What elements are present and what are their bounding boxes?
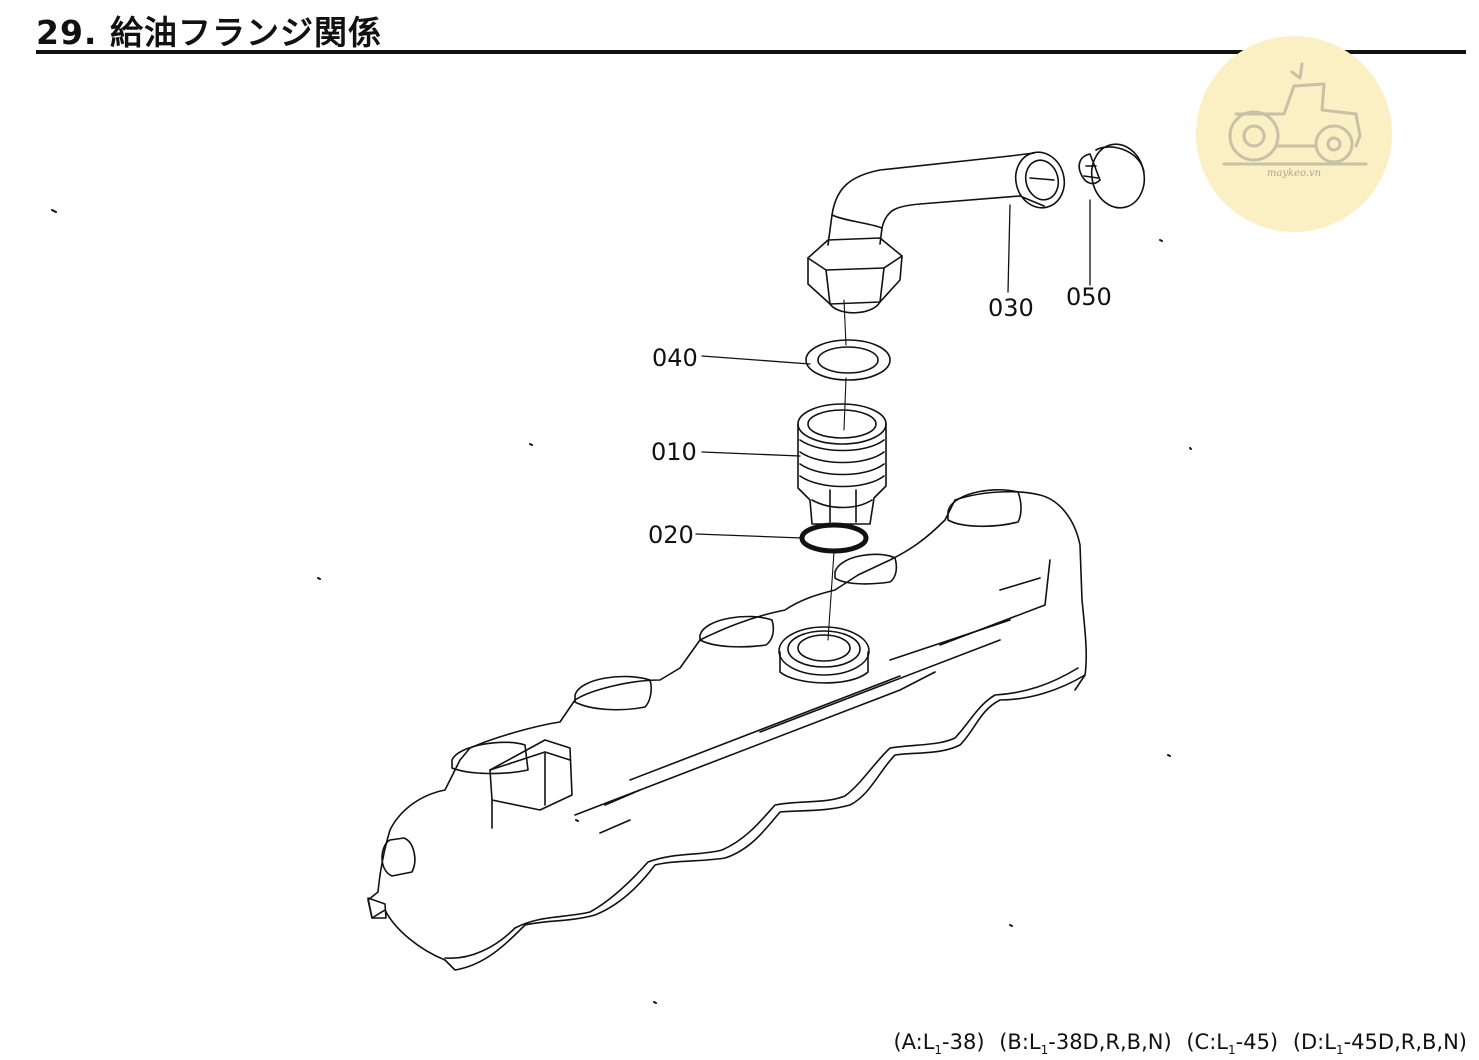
- part-label-010: 010: [651, 438, 697, 466]
- tractor-icon: [1222, 62, 1368, 166]
- model-code-a: (A:L1-38): [893, 1030, 985, 1058]
- model-applicability: (A:L1-38) (B:L1-38D,R,B,N) (C:L1-45) (D:…: [885, 1030, 1467, 1057]
- page-title: 29. 給油フランジ関係: [36, 13, 382, 52]
- part-label-030: 030: [988, 294, 1034, 322]
- model-code-d: (D:L1-45D,R,B,N): [1292, 1030, 1467, 1058]
- part-label-020: 020: [648, 521, 694, 549]
- elbow-pipe-part: [807, 151, 1066, 314]
- watermark-logo: maykeo.vn: [1196, 36, 1392, 232]
- gasket-part: [805, 339, 891, 381]
- model-code-b: (B:L1-38D,R,B,N): [999, 1030, 1172, 1058]
- title-underline: [36, 50, 1466, 54]
- part-label-050: 050: [1066, 283, 1112, 311]
- o-ring-part: [799, 522, 869, 554]
- filler-neck-part: [797, 403, 887, 525]
- cap-part: [1078, 143, 1146, 209]
- part-label-040: 040: [652, 344, 698, 372]
- watermark-text: maykeo.vn: [1266, 168, 1322, 179]
- model-code-c: (C:L1-45): [1186, 1030, 1279, 1058]
- valve-cover: [367, 488, 1088, 971]
